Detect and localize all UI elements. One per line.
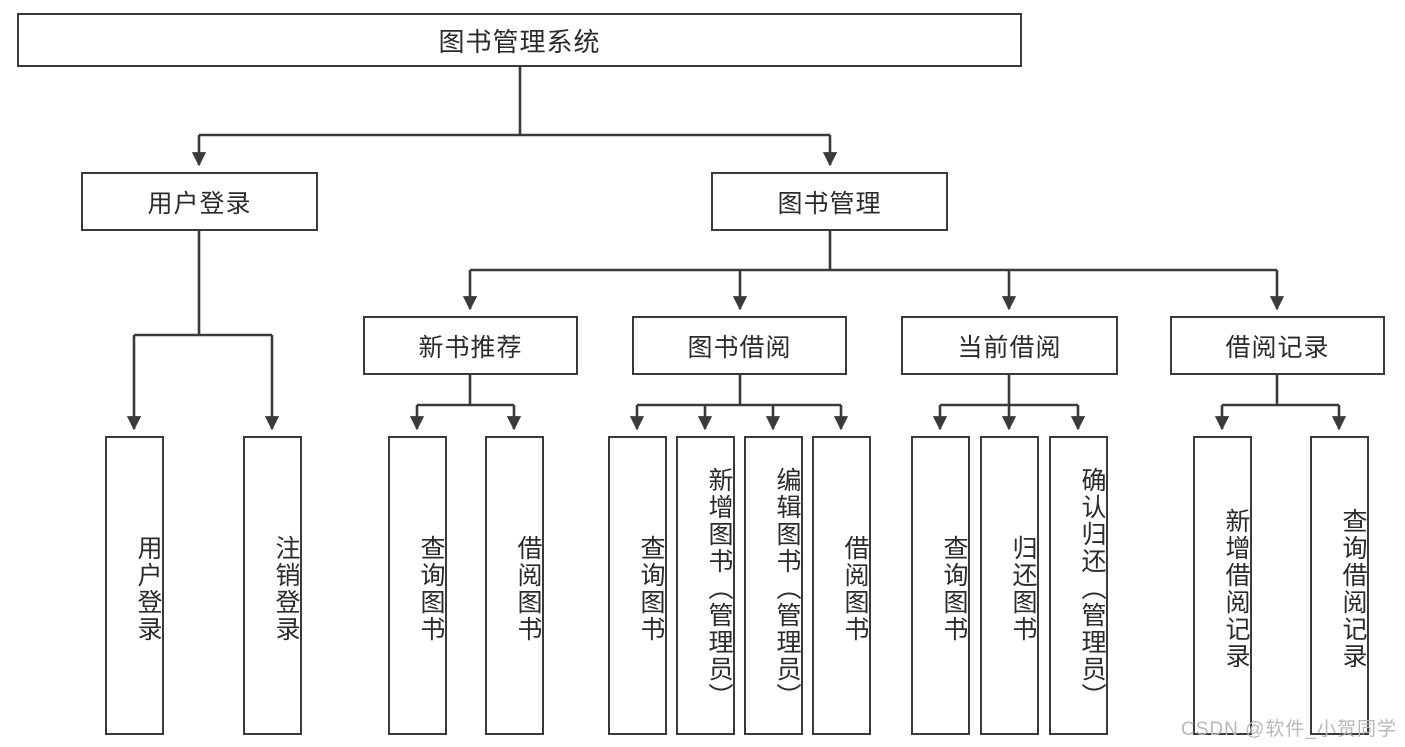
node-leaf-borrow-book-2[interactable]: 借阅图书: [812, 436, 871, 735]
node-borrow-record[interactable]: 借阅记录: [1170, 316, 1385, 375]
node-book-borrow[interactable]: 图书借阅: [632, 316, 847, 375]
node-label: 新书推荐: [418, 333, 523, 362]
node-label: 查询图书: [940, 534, 968, 643]
node-label: 新增借阅记录: [1222, 507, 1250, 670]
node-label: 查询图书: [417, 534, 445, 643]
node-label: 借阅图书: [514, 534, 542, 643]
node-label: 查询借阅记录: [1339, 507, 1367, 670]
node-book-management[interactable]: 图书管理: [711, 172, 948, 231]
node-new-book-recommend[interactable]: 新书推荐: [363, 316, 578, 375]
node-user-login[interactable]: 用户登录: [81, 172, 318, 231]
node-label: 确认归还（管理员）: [1078, 467, 1106, 710]
node-leaf-add-borrow-record[interactable]: 新增借阅记录: [1193, 436, 1252, 735]
node-leaf-query-book-3[interactable]: 查询图书: [911, 436, 970, 735]
node-label: 借阅图书: [841, 534, 869, 643]
node-label: 查询图书: [637, 534, 665, 643]
node-label: 新增图书（管理员）: [705, 467, 733, 710]
node-label: 图书管理: [777, 189, 882, 218]
node-label: 归还图书: [1009, 534, 1037, 643]
node-label: 当前借阅: [957, 333, 1062, 362]
node-leaf-query-book-2[interactable]: 查询图书: [608, 436, 667, 735]
node-leaf-query-borrow-record[interactable]: 查询借阅记录: [1310, 436, 1369, 735]
node-label: 用户登录: [147, 189, 252, 218]
node-leaf-logout-login[interactable]: 注销登录: [243, 436, 302, 735]
node-leaf-confirm-return[interactable]: 确认归还（管理员）: [1049, 436, 1108, 735]
csdn-watermark: CSDN @软件_小贺同学: [1181, 719, 1397, 740]
node-leaf-user-login[interactable]: 用户登录: [105, 436, 164, 735]
node-label: 注销登录: [272, 534, 300, 643]
node-label: 借阅记录: [1225, 333, 1330, 362]
node-label: 图书管理系统: [438, 26, 601, 57]
node-leaf-edit-book[interactable]: 编辑图书（管理员）: [744, 436, 803, 735]
node-label: 图书借阅: [687, 333, 792, 362]
node-label: 编辑图书（管理员）: [773, 467, 801, 710]
node-leaf-add-book[interactable]: 新增图书（管理员）: [676, 436, 735, 735]
node-leaf-query-book-1[interactable]: 查询图书: [388, 436, 447, 735]
node-leaf-return-book[interactable]: 归还图书: [980, 436, 1039, 735]
node-label: 用户登录: [134, 534, 162, 643]
node-current-borrow[interactable]: 当前借阅: [901, 316, 1118, 375]
node-root-system[interactable]: 图书管理系统: [17, 13, 1022, 67]
node-leaf-borrow-book-1[interactable]: 借阅图书: [485, 436, 544, 735]
